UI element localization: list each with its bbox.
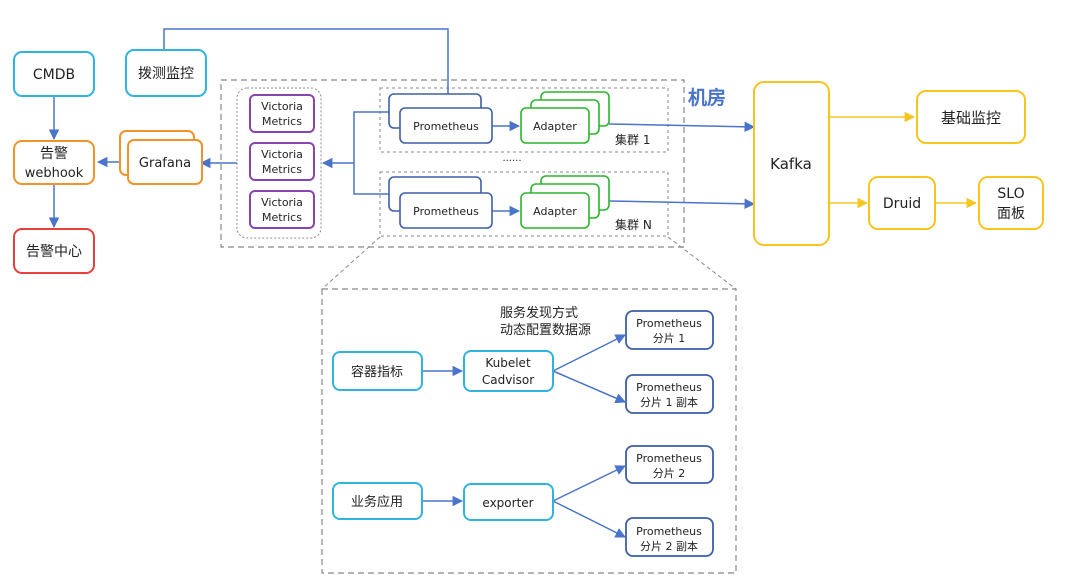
zoom-line-left <box>321 236 381 290</box>
prom-cn-box[interactable] <box>399 192 493 229</box>
base-monitor-box[interactable] <box>916 90 1026 144</box>
alert-webhook-label-1: 告警 <box>40 146 68 162</box>
shard2-label-1: Prometheus <box>636 452 702 465</box>
kubelet-label-2: Cadvisor <box>482 373 534 387</box>
probe-label: 拨测监控 <box>138 66 194 82</box>
sd-note-2: 动态配置数据源 <box>500 323 591 338</box>
kafka-box[interactable] <box>753 81 830 246</box>
slo-box[interactable] <box>978 176 1044 230</box>
clusterN-container <box>379 171 669 237</box>
vm1-box[interactable] <box>249 94 315 133</box>
exporter-box[interactable] <box>463 483 554 521</box>
biz-app-box[interactable] <box>332 482 423 520</box>
edge-exporter-shard2 <box>552 465 626 502</box>
adapter-c1-box[interactable] <box>520 107 590 144</box>
alert-webhook-label-2: webhook <box>25 166 84 181</box>
adapter-c1-label: Adapter <box>533 120 577 133</box>
slo-label-1: SLO <box>997 186 1024 202</box>
sd-note-1: 服务发现方式 <box>500 305 578 321</box>
edge-kubelet-shard1 <box>552 334 626 372</box>
grafana-box[interactable] <box>127 139 203 185</box>
vm3-label-2: Metrics <box>262 211 302 224</box>
vm1-label-2: Metrics <box>262 115 302 128</box>
adapter-cn-box[interactable] <box>520 192 590 229</box>
vm2-box[interactable] <box>249 142 315 181</box>
detail-container <box>321 288 737 574</box>
edge-adapterN-kafka <box>608 198 756 210</box>
exporter-label: exporter <box>482 496 533 510</box>
prom-cn-label: Prometheus <box>413 205 479 218</box>
vm2-label-2: Metrics <box>262 163 302 176</box>
prom-c1-label: Prometheus <box>413 120 479 133</box>
alert-webhook-box[interactable] <box>13 140 95 185</box>
edge-kubelet-shard1r <box>552 370 626 404</box>
druid-label: Druid <box>883 196 921 212</box>
vm2-label-1: Victoria <box>261 148 303 161</box>
shard2-box[interactable] <box>625 445 714 484</box>
idc-label: 机房 <box>688 86 726 109</box>
shard2-label-2: 分片 2 <box>653 467 686 480</box>
shard1-replica-label-1: Prometheus <box>636 381 702 394</box>
probe-box[interactable] <box>125 49 207 97</box>
edge-probe-prometheus <box>163 28 454 107</box>
prom-c1-box[interactable] <box>399 107 493 144</box>
container-metrics-box[interactable] <box>332 351 423 391</box>
shard1-replica-box[interactable] <box>625 374 714 414</box>
cluster-dots: ...... <box>502 153 521 164</box>
biz-app-label: 业务应用 <box>351 494 403 510</box>
vm3-box[interactable] <box>249 190 315 229</box>
slo-label-2: 面板 <box>997 206 1025 222</box>
edge-promN-vm <box>353 163 389 195</box>
kafka-label: Kafka <box>770 155 812 173</box>
shard1-label-2: 分片 1 <box>653 332 686 345</box>
cluster1-label: 集群 1 <box>615 132 650 147</box>
shard1-replica-label-2: 分片 1 副本 <box>640 395 698 409</box>
adapter-cn-label: Adapter <box>533 205 577 218</box>
base-monitor-label: 基础监控 <box>941 109 1001 127</box>
shard2-replica-label-1: Prometheus <box>636 525 702 538</box>
vm3-label-1: Victoria <box>261 196 303 209</box>
container-metrics-label: 容器指标 <box>351 364 403 380</box>
idc-container <box>220 79 685 248</box>
kubelet-box[interactable] <box>463 350 554 392</box>
vm1-label-1: Victoria <box>261 100 303 113</box>
shard1-box[interactable] <box>625 310 714 350</box>
clusterN-label: 集群 N <box>615 217 652 232</box>
druid-box[interactable] <box>868 176 936 230</box>
cmdb-box[interactable] <box>13 51 95 97</box>
shard2-replica-box[interactable] <box>625 517 714 557</box>
cmdb-label: CMDB <box>33 67 75 83</box>
shard1-label-1: Prometheus <box>636 317 702 330</box>
alert-center-box[interactable] <box>13 228 95 274</box>
edge-exporter-shard2r <box>552 500 626 538</box>
kubelet-label-1: Kubelet <box>485 356 531 370</box>
edge-prom1-vm <box>353 111 389 163</box>
edge-adapter1-kafka <box>608 121 756 133</box>
alert-center-label: 告警中心 <box>26 244 82 260</box>
zoom-line-right <box>667 236 737 290</box>
cluster1-container <box>379 87 669 153</box>
shard2-replica-label-2: 分片 2 副本 <box>640 539 698 553</box>
grafana-label: Grafana <box>139 156 191 171</box>
